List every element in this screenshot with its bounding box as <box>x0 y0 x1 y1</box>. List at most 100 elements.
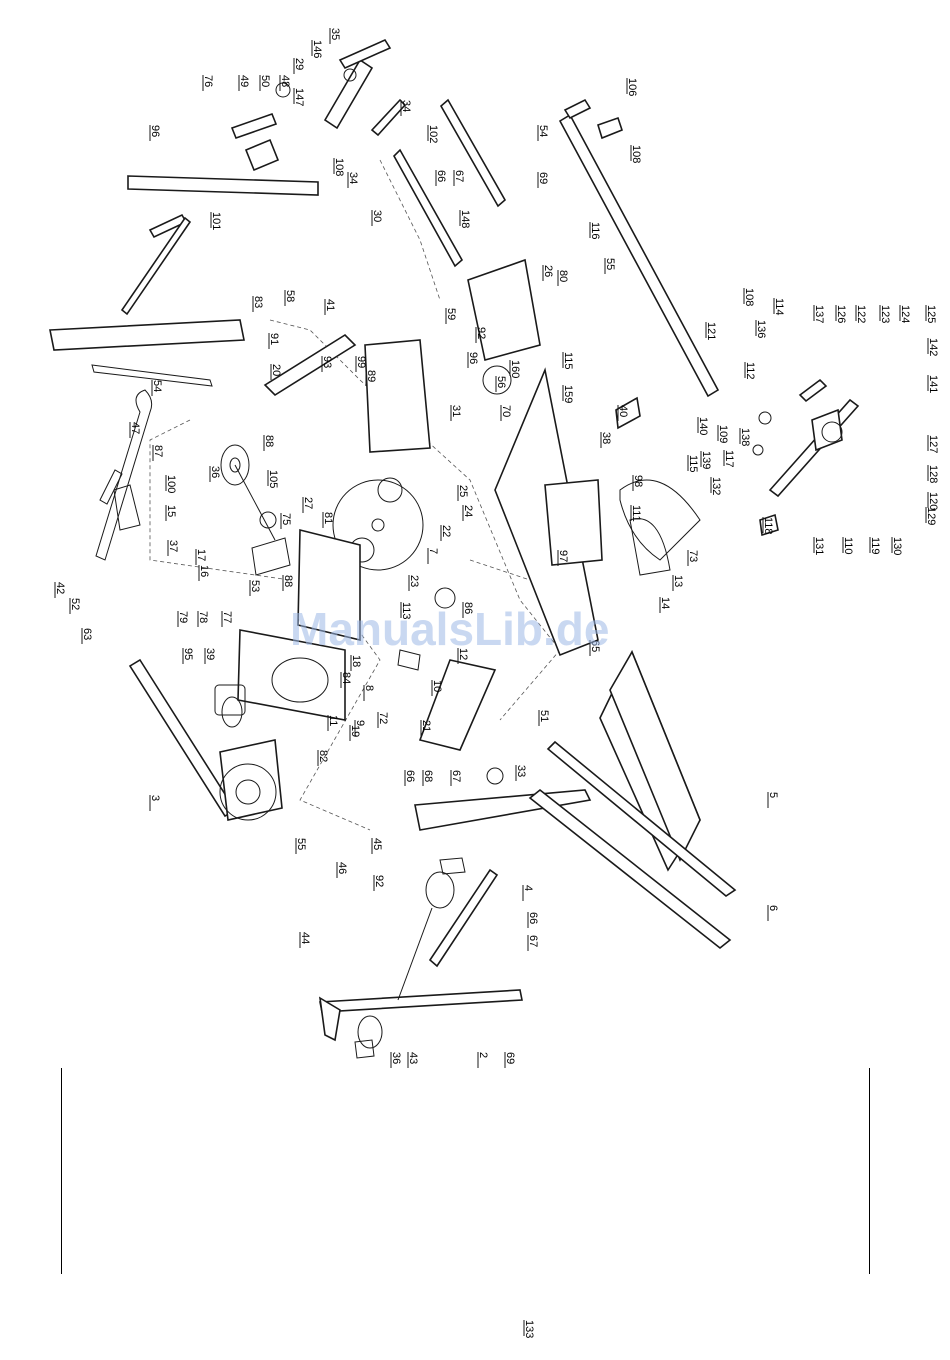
part-number-label: 36 <box>209 466 221 478</box>
part-number-label: 89 <box>365 370 377 382</box>
part-number-label: 83 <box>252 296 264 308</box>
part-number-label: 99 <box>355 356 367 368</box>
part-number-label: 141 <box>927 375 939 393</box>
part-number-label: 55 <box>604 258 616 270</box>
part-number-label: 31 <box>450 405 462 417</box>
part-number-label: 39 <box>204 648 216 660</box>
part-number-label: 23 <box>408 575 420 587</box>
part-number-label: 9 <box>354 720 366 726</box>
part-number-label: 119 <box>869 537 881 555</box>
part-number-label: 76 <box>202 75 214 87</box>
assembly-guide-lines <box>149 159 561 831</box>
part-number-label: 133 <box>523 1320 535 1338</box>
part-number-label: 78 <box>197 611 209 623</box>
part-number-label: 75 <box>280 513 292 525</box>
part-number-label: 123 <box>879 305 891 323</box>
part-number-label: 96 <box>467 352 479 364</box>
part-number-label: 115 <box>687 455 699 473</box>
part-number-label: 86 <box>462 602 474 614</box>
part-number-label: 65 <box>589 640 601 652</box>
part-number-label: 13 <box>672 575 684 587</box>
part-number-label: 24 <box>462 505 474 517</box>
part-number-label: 120 <box>927 492 939 510</box>
part-number-label: 36 <box>390 1052 402 1064</box>
part-number-label: 124 <box>899 305 911 323</box>
part-number-label: 34 <box>400 100 412 112</box>
part-number-label: 92 <box>475 327 487 339</box>
part-number-label: 77 <box>221 611 233 623</box>
part-number-label: 148 <box>459 210 471 228</box>
part-number-label: 52 <box>69 598 81 610</box>
part-number-label: 109 <box>717 425 729 443</box>
part-number-label: 125 <box>925 305 937 323</box>
part-number-label: 138 <box>739 428 751 446</box>
motor-assembly <box>128 658 283 821</box>
part-number-label: 68 <box>422 770 434 782</box>
part-number-label: 142 <box>927 338 939 356</box>
part-number-label: 42 <box>54 582 66 594</box>
part-number-label: 10 <box>431 680 443 692</box>
part-number-label: 27 <box>302 497 314 509</box>
frame-left-line <box>61 1068 62 1274</box>
part-number-label: 146 <box>311 40 323 58</box>
part-number-label: 18 <box>350 655 362 667</box>
part-number-label: 35 <box>329 28 341 40</box>
part-number-label: 37 <box>167 540 179 552</box>
part-number-label: 30 <box>371 210 383 222</box>
part-number-label: 91 <box>268 333 280 345</box>
part-number-label: 67 <box>450 770 462 782</box>
part-number-label: 140 <box>697 417 709 435</box>
part-number-label: 19 <box>349 725 361 737</box>
part-number-label: 7 <box>427 548 439 554</box>
part-number-label: 97 <box>557 550 569 562</box>
part-number-label: 93 <box>321 356 333 368</box>
part-number-label: 53 <box>249 580 261 592</box>
center-assembly <box>237 258 701 785</box>
part-number-label: 56 <box>495 376 507 388</box>
part-number-label: 84 <box>340 672 352 684</box>
part-number-label: 33 <box>515 765 527 777</box>
watermark-text: ManualsLib.de <box>290 603 609 655</box>
part-number-label: 4 <box>522 885 534 891</box>
part-number-label: 82 <box>317 750 329 762</box>
part-number-label: 69 <box>537 172 549 184</box>
part-number-label: 50 <box>259 75 271 87</box>
part-number-label: 21 <box>420 720 432 732</box>
part-number-label: 15 <box>165 505 177 517</box>
part-number-label: 106 <box>626 78 638 96</box>
part-number-label: 131 <box>813 537 825 555</box>
part-number-label: 139 <box>700 451 712 469</box>
part-number-label: 114 <box>773 298 785 316</box>
part-number-label: 100 <box>165 475 177 493</box>
part-number-label: 6 <box>767 905 779 911</box>
part-number-label: 8 <box>363 685 375 691</box>
part-number-label: 121 <box>705 322 717 340</box>
part-number-label: 88 <box>282 575 294 587</box>
part-number-label: 105 <box>267 470 279 488</box>
handwheel-parts <box>220 82 291 576</box>
part-number-label: 127 <box>927 435 939 453</box>
part-number-label: 136 <box>755 320 767 338</box>
part-number-label: 87 <box>152 445 164 457</box>
part-number-label: 43 <box>407 1052 419 1064</box>
part-number-label: 58 <box>284 290 296 302</box>
part-number-label: 159 <box>562 385 574 403</box>
part-number-label: 80 <box>557 270 569 282</box>
part-number-label: 16 <box>198 565 210 577</box>
part-number-label: 34 <box>347 172 359 184</box>
part-number-label: 69 <box>504 1052 516 1064</box>
part-number-label: 101 <box>210 212 222 230</box>
part-number-label: 88 <box>263 435 275 447</box>
part-number-label: 54 <box>537 125 549 137</box>
part-number-label: 70 <box>500 405 512 417</box>
part-number-label: 12 <box>457 648 469 660</box>
part-number-label: 130 <box>891 537 903 555</box>
part-number-label: 67 <box>453 170 465 182</box>
bottom-frame <box>318 650 737 1059</box>
fence-assembly <box>230 38 507 268</box>
part-number-label: 54 <box>151 380 163 392</box>
part-number-label: 5 <box>767 792 779 798</box>
part-number-label: 118 <box>762 517 774 535</box>
